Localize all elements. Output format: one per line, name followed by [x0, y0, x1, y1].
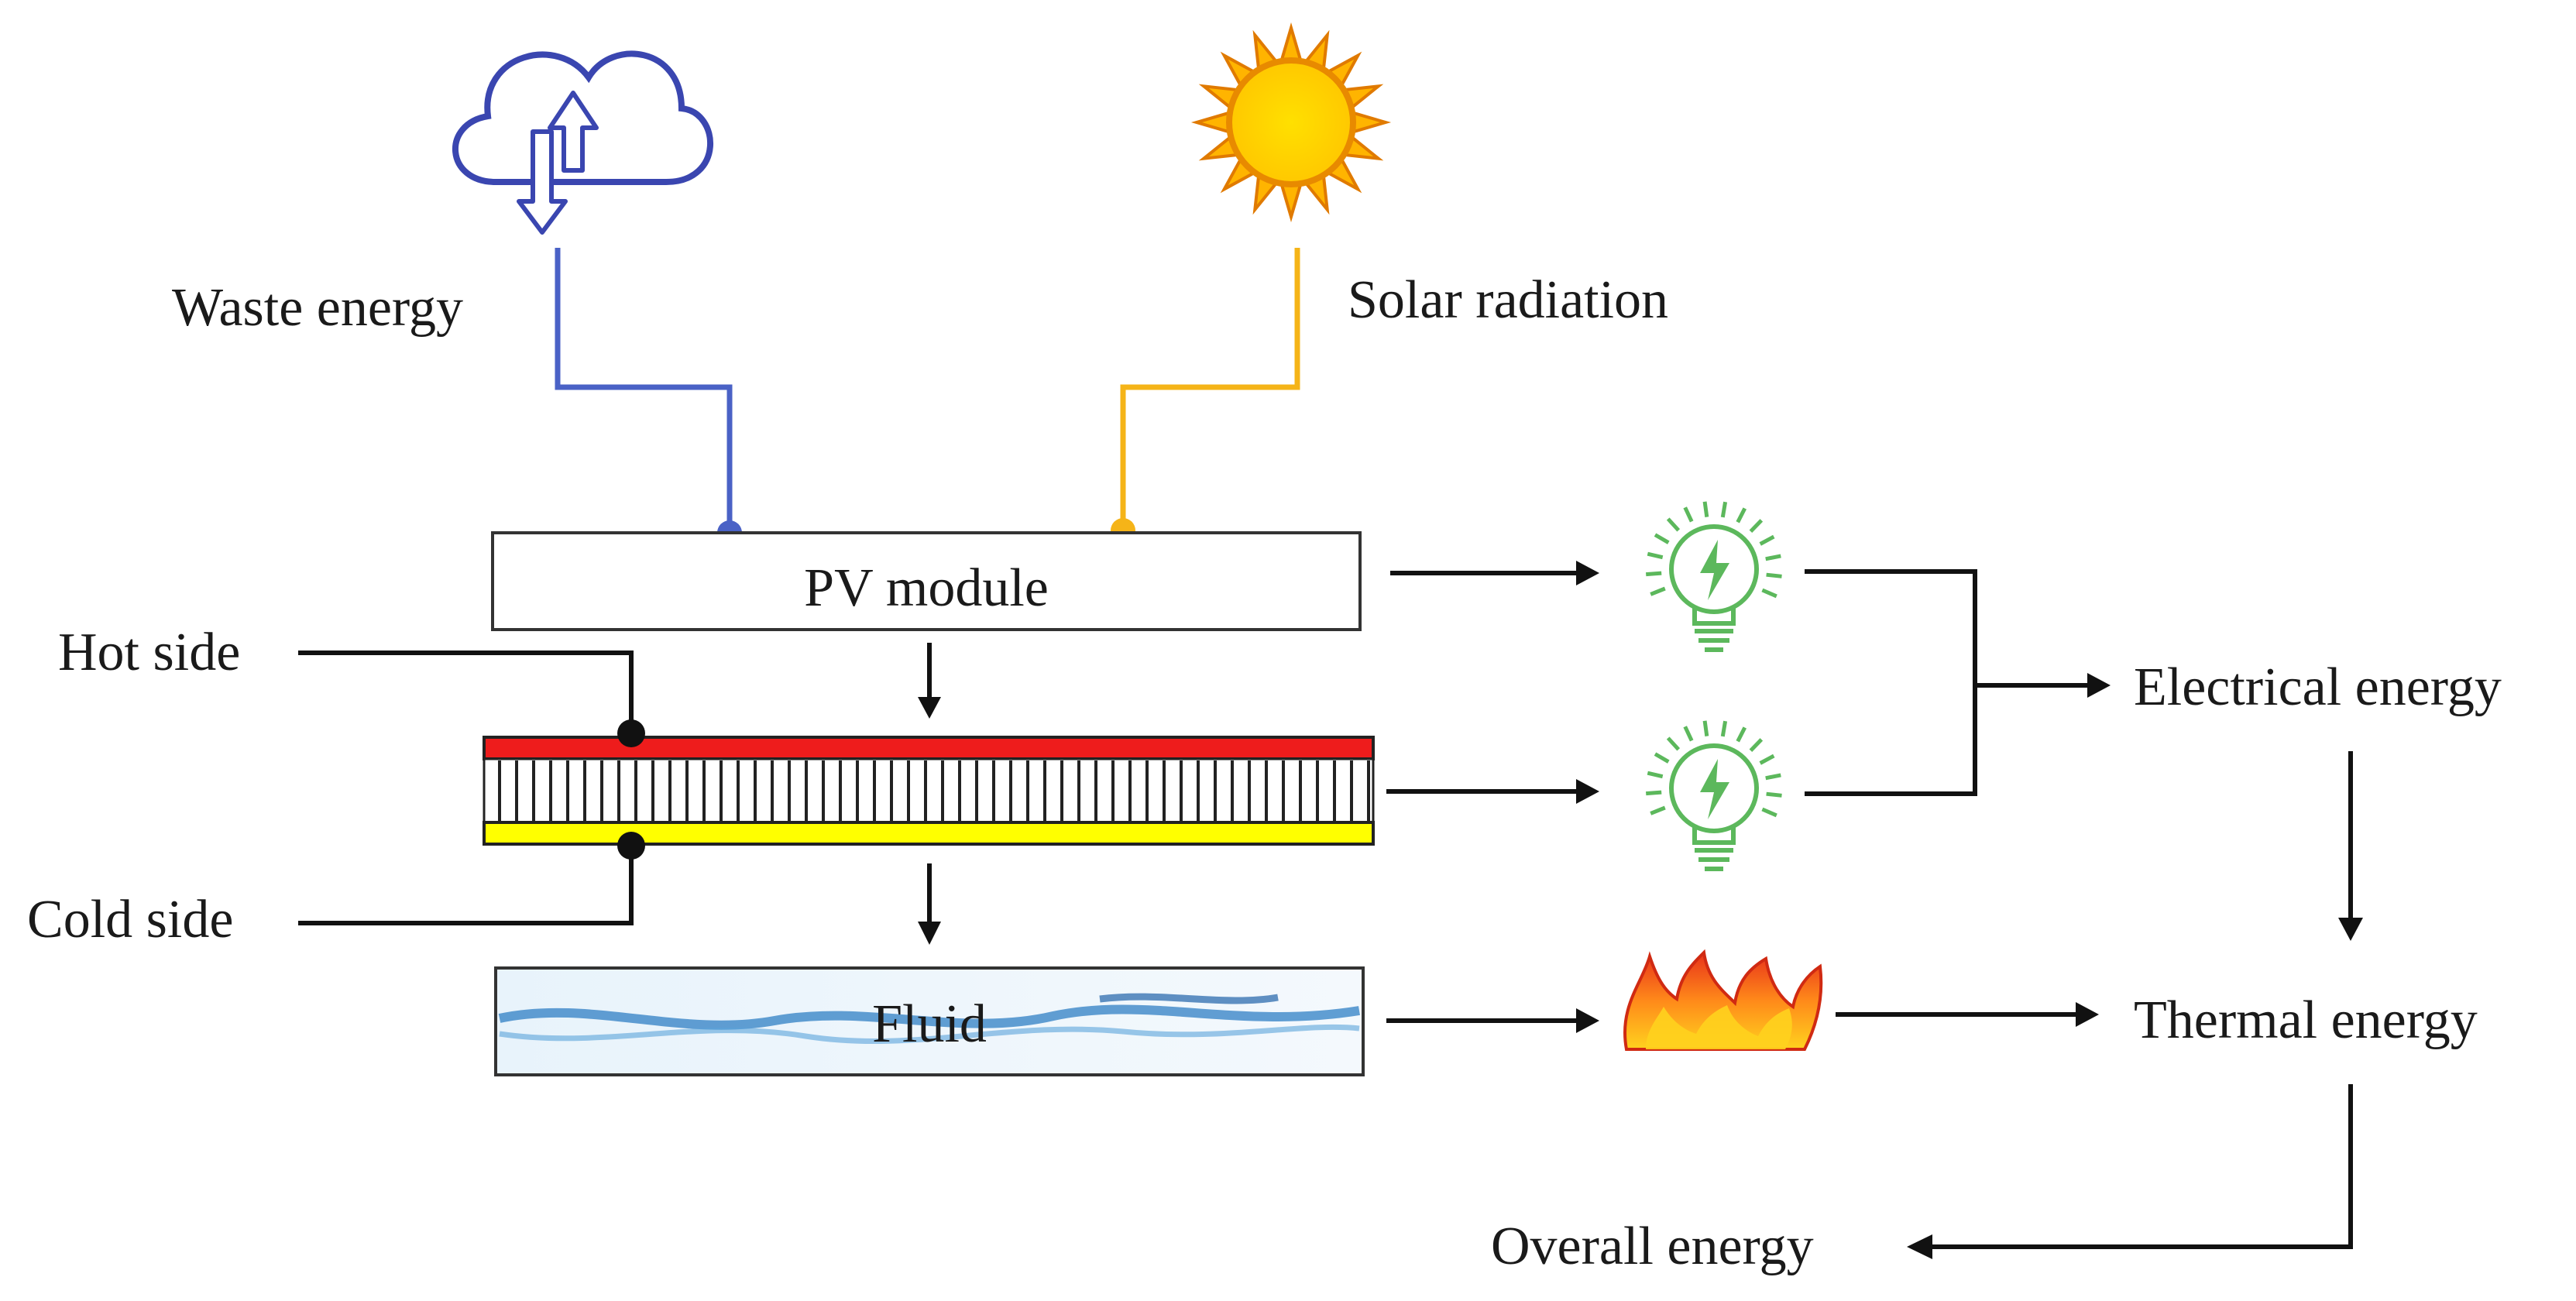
fluid-channel: Fluid	[494, 966, 1365, 1076]
overall-energy-label: Overall energy	[1491, 1217, 1814, 1276]
hot-side-connector	[298, 650, 634, 733]
waste-energy-line	[555, 248, 733, 533]
arrow-pv-to-teg	[918, 643, 941, 719]
arrow-pv-to-bulb	[1390, 561, 1599, 585]
fluid-label: Fluid	[872, 994, 987, 1054]
water-wave	[498, 1004, 1360, 1030]
hot-side-label: Hot side	[58, 623, 240, 682]
cold-side-dot	[617, 832, 645, 860]
thermal-energy-label: Thermal energy	[2134, 990, 2478, 1050]
cloud-updown-arrow-icon	[452, 50, 714, 235]
solar-radiation-label: Solar radiation	[1348, 270, 1668, 330]
cold-side-plate	[483, 821, 1375, 846]
arrow-to-overall-head	[1907, 1234, 1932, 1259]
waste-energy-label: Waste energy	[172, 278, 463, 338]
bulb-merge-connector	[1805, 569, 1977, 796]
teg-legs	[483, 757, 1375, 824]
arrow-fluid-to-fire	[1386, 1008, 1599, 1033]
lightbulb-icon	[1646, 720, 1782, 871]
arrow-teg-to-fluid	[918, 863, 941, 945]
fire-icon	[1623, 949, 1823, 1051]
teg-module	[483, 736, 1375, 846]
arrow-teg-to-bulb	[1386, 779, 1599, 804]
sun-icon	[1190, 22, 1392, 223]
electrical-energy-label: Electrical energy	[2134, 657, 2502, 717]
arrow-fire-to-thermal	[1836, 1002, 2099, 1027]
lightbulb-icon	[1646, 501, 1782, 652]
pv-module-label: PV module	[804, 558, 1049, 618]
solar-radiation-line	[1120, 248, 1300, 530]
arrow-to-electrical	[1975, 673, 2111, 698]
cold-side-connector	[298, 846, 634, 925]
thermal-to-overall-connector	[1929, 1084, 2353, 1249]
arrow-electrical-to-thermal	[2338, 751, 2363, 941]
hot-side-dot	[617, 719, 645, 747]
pv-module: PV module	[491, 531, 1362, 631]
cold-side-label: Cold side	[27, 890, 233, 949]
hot-side-plate	[483, 736, 1375, 760]
